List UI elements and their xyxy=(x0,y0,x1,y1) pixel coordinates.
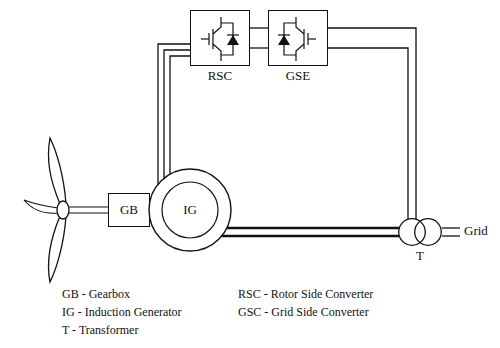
diode-symbol xyxy=(278,35,290,45)
switch-symbol xyxy=(278,17,316,61)
shaft xyxy=(69,206,108,207)
node-label: GSE xyxy=(268,69,328,84)
wire xyxy=(222,235,400,237)
transformer-symbol: T xyxy=(398,218,442,246)
legend-key: GSC - Grid Side Converter xyxy=(238,306,369,320)
grid-line xyxy=(442,227,460,228)
legend-key: T - Transformer xyxy=(62,324,138,338)
connector xyxy=(328,28,416,219)
rotor-ring xyxy=(162,182,218,238)
connector xyxy=(227,227,399,229)
node-label: RSC xyxy=(190,69,250,84)
shaft xyxy=(69,212,108,213)
grid-side-converter: GSE xyxy=(268,10,328,66)
blade xyxy=(48,138,66,204)
transformer-coils xyxy=(398,218,442,246)
grid-label: Grid xyxy=(464,224,488,239)
node-label: GB xyxy=(120,203,138,218)
converter-art xyxy=(269,11,326,64)
connector xyxy=(250,27,268,28)
grid-line xyxy=(442,235,460,236)
legend-key: GB - Gearbox xyxy=(62,288,130,302)
wire xyxy=(158,44,190,184)
blade xyxy=(48,216,66,282)
switch-stroke xyxy=(213,17,221,34)
connector xyxy=(164,50,190,178)
legend-key: IG - Induction Generator xyxy=(62,306,182,320)
switch-stroke xyxy=(296,44,304,61)
winding-circle xyxy=(399,219,426,246)
diode-symbol xyxy=(227,35,239,45)
blade xyxy=(24,200,58,213)
switch-stroke xyxy=(212,29,213,49)
switch-stroke xyxy=(303,29,304,49)
generator-circle: IG xyxy=(148,168,232,252)
connector-group xyxy=(250,28,268,48)
wire xyxy=(328,48,408,219)
switch-stroke xyxy=(213,44,221,61)
switch-stroke xyxy=(201,38,209,39)
node-label: T xyxy=(398,249,442,264)
connector-group xyxy=(158,44,190,184)
converter-art xyxy=(191,11,248,64)
connector-group xyxy=(328,28,416,219)
stator-ring xyxy=(149,169,231,251)
switch-stroke xyxy=(308,38,316,39)
rotor-side-converter: RSC xyxy=(190,10,250,66)
converter-box xyxy=(190,10,250,66)
connector-group xyxy=(222,228,400,236)
wire xyxy=(250,47,268,48)
wire xyxy=(170,56,190,174)
converter-box xyxy=(268,10,328,66)
legend-key: RSC - Rotor Side Converter xyxy=(238,288,373,302)
gearbox-box: GB xyxy=(108,193,150,227)
hub xyxy=(57,201,69,219)
winding-circle xyxy=(415,219,442,246)
node-label: IG xyxy=(183,203,197,218)
switch-stroke xyxy=(296,17,304,34)
switch-symbol xyxy=(201,17,239,61)
